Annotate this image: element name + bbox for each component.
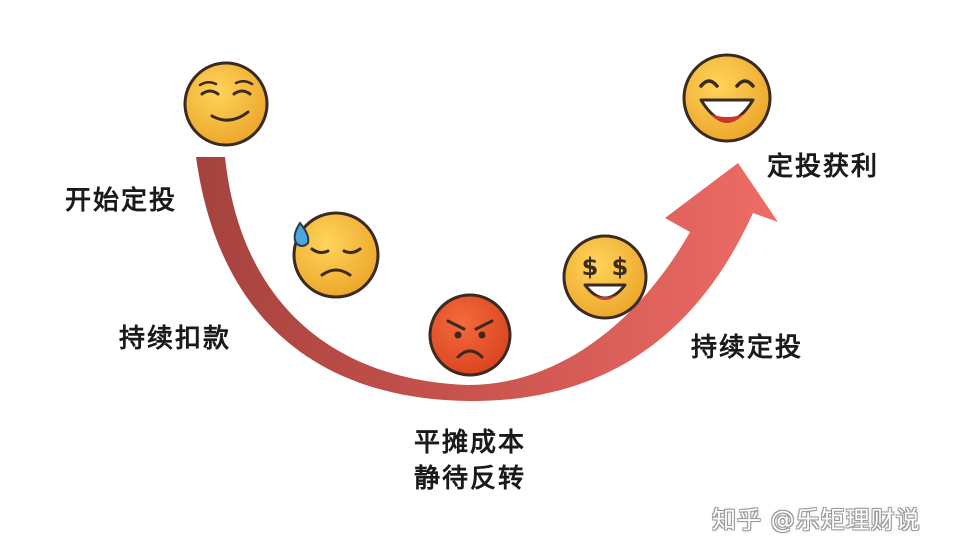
svg-text:$: $ <box>612 253 629 281</box>
smirk-face-icon <box>183 61 269 147</box>
u-curve-arrow <box>196 157 778 402</box>
label-continue-invest: 持续定投 <box>691 333 804 363</box>
money-eyes-face-icon: $ $ <box>562 234 648 320</box>
label-bottom-line2: 静待反转 <box>413 464 526 494</box>
label-bottom-line1: 平摊成本 <box>413 428 526 458</box>
watermark: 知乎 @乐矩理财说 <box>712 500 921 535</box>
label-bottom: 平摊成本 静待反转 <box>405 425 535 497</box>
svg-text:$: $ <box>582 253 599 281</box>
label-continue-deduct: 持续扣款 <box>119 324 232 354</box>
sad-sweat-face-icon <box>292 211 380 299</box>
angry-face-icon <box>428 293 512 377</box>
watermark-author: @乐矩理财说 <box>770 506 921 534</box>
label-profit: 定投获利 <box>767 152 880 182</box>
laughing-face-icon <box>682 53 772 143</box>
watermark-platform: 知乎 <box>712 506 762 534</box>
label-start: 开始定投 <box>65 186 178 216</box>
